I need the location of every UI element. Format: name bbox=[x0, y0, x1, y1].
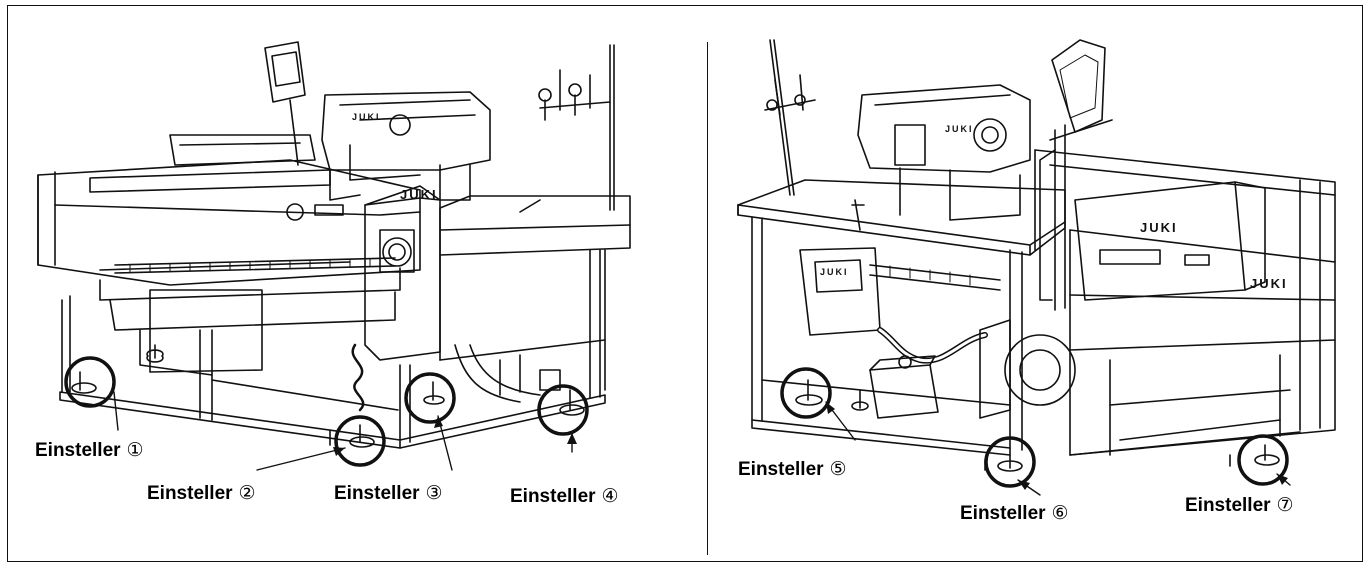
leader-lines bbox=[113, 391, 1291, 496]
brand-logo: JUKI bbox=[1250, 276, 1288, 291]
brand-logo: JUKI bbox=[352, 112, 381, 122]
figure-frame bbox=[7, 5, 1363, 562]
brand-logo: JUKI bbox=[820, 267, 849, 277]
brand-logo: JUKI bbox=[400, 187, 438, 202]
panel-divider bbox=[707, 42, 708, 555]
adjuster-circle-3 bbox=[404, 372, 456, 424]
adjuster-circle-1 bbox=[64, 356, 116, 408]
brand-logo: JUKI bbox=[945, 124, 974, 134]
adjuster-circle-5 bbox=[780, 367, 832, 419]
adjuster-circle-2 bbox=[334, 415, 386, 467]
adjuster-circle-4 bbox=[537, 384, 589, 436]
adjuster-circle-6 bbox=[984, 436, 1036, 488]
left-machine bbox=[37, 41, 631, 467]
arrowheads bbox=[333, 402, 1288, 490]
brand-logo: JUKI bbox=[1140, 220, 1178, 235]
adjuster-circle-7 bbox=[1237, 434, 1289, 486]
right-machine bbox=[737, 39, 1336, 488]
